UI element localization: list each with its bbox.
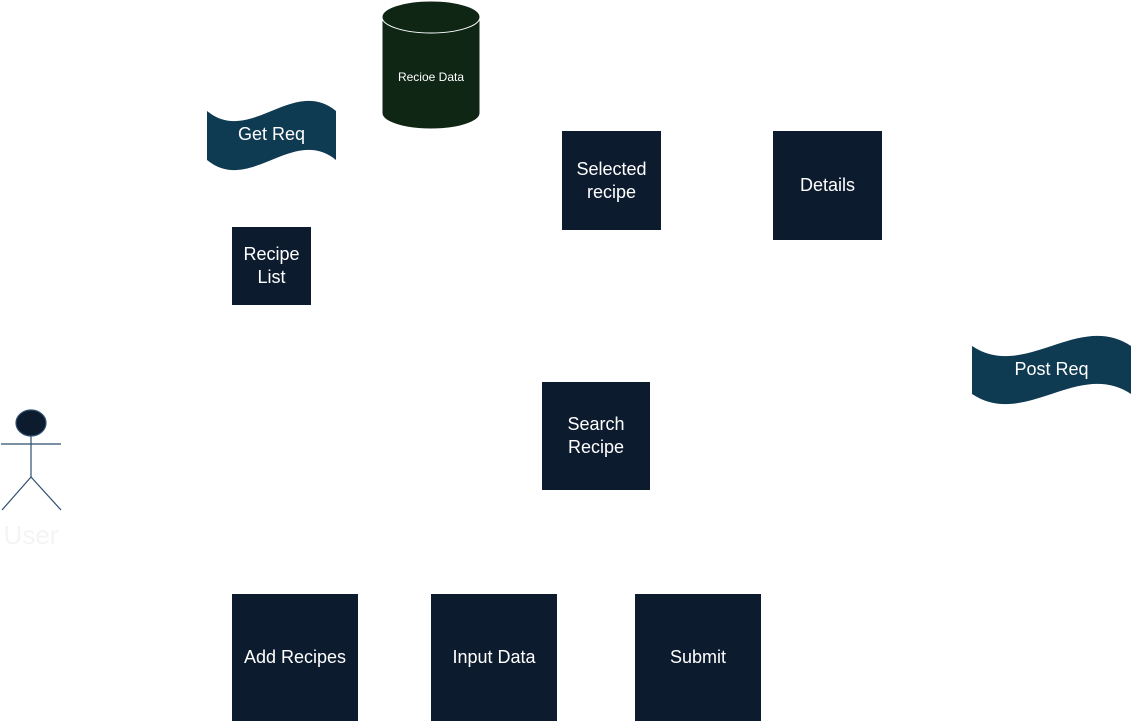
edge-datastore-postreq [480, 59, 1051, 330]
datastore-label: Recioe Data [397, 70, 465, 84]
get-req-label: Get Req [237, 124, 306, 144]
add-recipes-node[interactable]: Add Recipes [232, 594, 358, 721]
stick-figure-icon [1, 409, 62, 511]
edge-user-addrecipes [179, 355, 232, 631]
submit-node[interactable]: Submit [635, 594, 761, 721]
selected-recipe-node[interactable]: Selected recipe [562, 131, 661, 230]
cylinder-body [381, 16, 481, 130]
input-data-node[interactable]: Input Data [431, 594, 557, 721]
cylinder-top [381, 0, 481, 34]
search-recipe-node[interactable]: Search Recipe [542, 382, 650, 490]
database-cylinder-icon [381, 0, 481, 130]
connectors [60, 59, 1051, 658]
actor-left-leg [1, 476, 32, 511]
post-req-label: Post Req [1014, 359, 1089, 379]
actor-right-leg [30, 476, 62, 511]
recipe-list-node[interactable]: Recipe List [232, 227, 311, 305]
details-node[interactable]: Details [773, 131, 882, 240]
post-req-tape-shape [972, 335, 1131, 405]
get-req-tape-shape [207, 100, 336, 171]
edge-recipelist-selected [310, 230, 561, 251]
edge-submit-postreq [761, 412, 1051, 658]
actor-head [15, 409, 47, 437]
actor-label: User [3, 520, 59, 550]
